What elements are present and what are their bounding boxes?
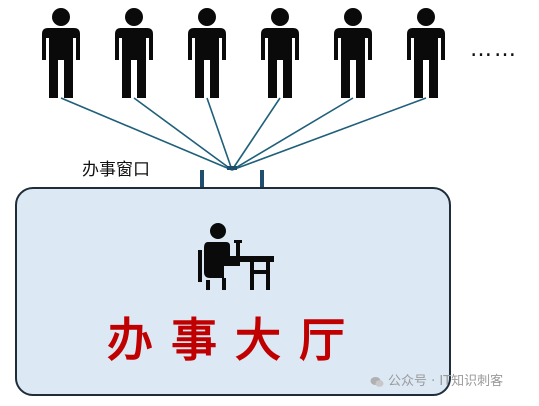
connector-line [206,97,233,171]
connector-line [231,97,281,171]
wechat-icon [370,377,384,387]
watermark: 公众号 · IT知识刺客 [370,374,503,390]
connector-line [60,97,233,171]
connector-line [133,97,233,171]
watermark-text: 公众号 · IT知识刺客 [388,374,504,389]
person-icon [115,8,153,98]
window-bracket-top [227,166,237,170]
person-icon [42,8,80,98]
service-window-label: 办事窗口 [82,160,150,180]
person-icon [407,8,445,98]
person-icon [334,8,372,98]
clerk-at-desk-icon [198,223,274,290]
person-icon [188,8,226,98]
connector-lines [60,97,427,171]
people-row [42,8,445,98]
hall-title: 办事大厅 [107,313,363,367]
person-icon [261,8,299,98]
more-people-ellipsis: …… [470,37,518,62]
service-hall [15,187,451,396]
connector-line [231,97,427,171]
connector-line [231,97,354,171]
